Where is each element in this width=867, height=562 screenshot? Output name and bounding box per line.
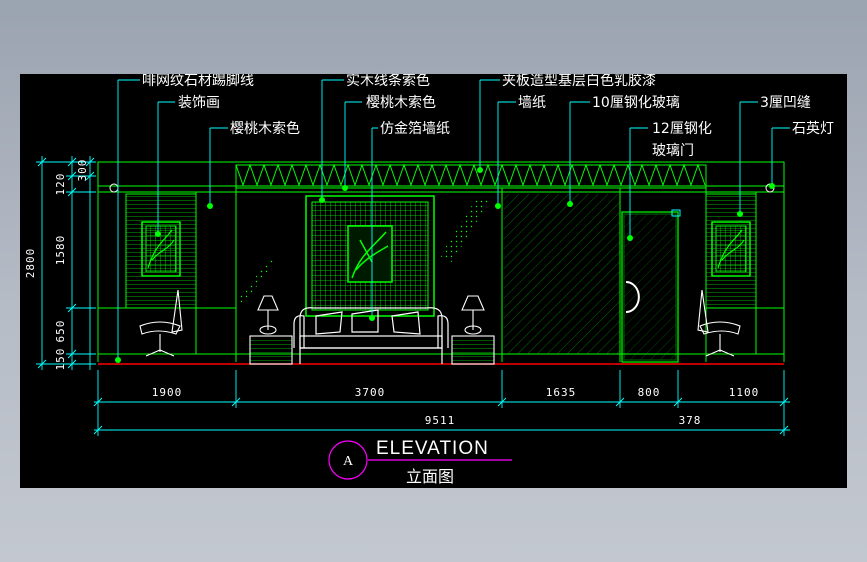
right-chair [697, 289, 741, 357]
label-cherry-wood-left: 樱桃木索色 [230, 120, 300, 137]
right-painting [711, 221, 751, 277]
leader-dots [115, 167, 775, 363]
section-mark-letter: A [343, 454, 354, 469]
label-cherry-wood-center: 樱桃木索色 [366, 94, 436, 111]
vdim-650: 650 [54, 320, 67, 343]
section-mark-circle [328, 440, 368, 480]
label-solid-wood-trim: 实木线条索色 [346, 74, 430, 89]
frieze-zigzag [235, 163, 706, 187]
vdim-total-2800: 2800 [24, 248, 37, 279]
sofa [293, 307, 449, 364]
quartz-lamp-left [109, 183, 119, 193]
vertical-dimension-lines [36, 156, 96, 370]
hdim-1100: 1100 [729, 386, 760, 399]
hdim-3700: 3700 [355, 386, 386, 399]
annotation-leaders [117, 79, 790, 360]
left-painting [141, 221, 181, 277]
vdim-120: 120 [54, 173, 67, 196]
label-plywood-latex-paint: 夹板造型基层白色乳胶漆 [502, 74, 656, 89]
title-elevation-cn: 立面图 [406, 467, 454, 486]
left-chair [139, 289, 183, 357]
cad-drawing-viewport: 啡网纹石材踢脚线 装饰画 樱桃木索色 实木线条索色 樱桃木索色 仿金箔墙纸 夹板… [20, 74, 847, 488]
label-3mm-groove: 3厘凹缝 [760, 95, 811, 111]
hdim-total-9511: 9511 [425, 414, 456, 427]
ceiling-cornice [97, 161, 785, 193]
hdim-800: 800 [638, 386, 661, 399]
label-gold-foil-wallpaper: 仿金箔墙纸 [380, 121, 450, 137]
label-coffee-marble-skirting: 啡网纹石材踢脚线 [142, 74, 254, 89]
vdim-1580: 1580 [54, 235, 67, 266]
right-lamp-table [451, 295, 495, 365]
label-quartz-lamp: 石英灯 [792, 120, 834, 137]
label-10mm-tempered-glass: 10厘钢化玻璃 [592, 94, 680, 111]
label-decorative-painting: 装饰画 [178, 95, 220, 111]
glass-door [621, 209, 681, 363]
wallpaper-dots-right [440, 196, 490, 262]
title-block: A ELEVATION 立面图 [328, 438, 512, 486]
horizontal-dimension-lines [93, 370, 790, 436]
wall-elevation [97, 161, 785, 362]
wallpaper-dots-left [238, 258, 274, 304]
vdim-150: 150 [54, 348, 67, 371]
label-12mm-tempered: 12厘钢化 [652, 121, 712, 137]
center-feature-panel [305, 195, 435, 317]
hdim-378: 378 [679, 414, 702, 427]
vdim-300: 300 [76, 159, 89, 182]
tempered-glass-hatch [504, 194, 620, 354]
title-elevation: ELEVATION [376, 438, 489, 459]
frieze-band [235, 164, 707, 189]
hdim-1635: 1635 [546, 386, 577, 399]
elevation-drawing: 啡网纹石材踢脚线 装饰画 樱桃木索色 实木线条索色 樱桃木索色 仿金箔墙纸 夹板… [24, 74, 834, 486]
label-wallpaper: 墙纸 [518, 95, 546, 111]
label-glass-door: 玻璃门 [652, 142, 694, 159]
left-lamp-table [249, 295, 293, 365]
hdim-1900: 1900 [152, 386, 183, 399]
